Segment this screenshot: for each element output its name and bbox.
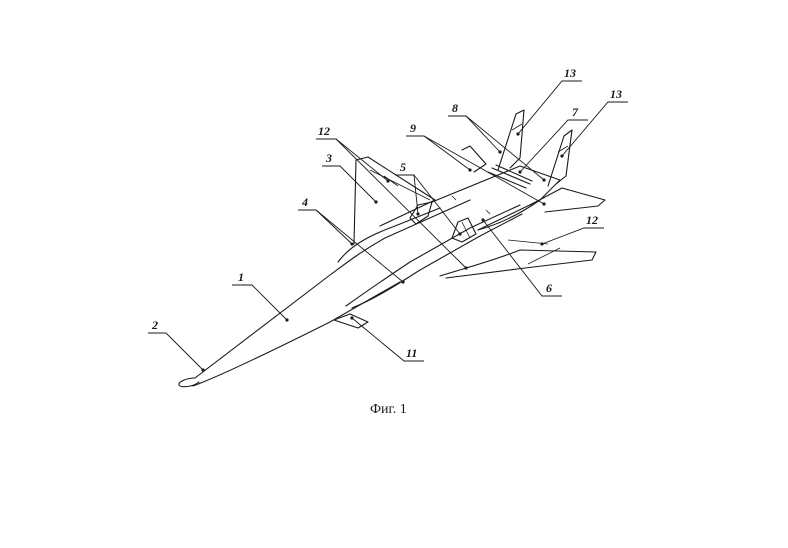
left-intake: [409, 201, 433, 225]
label-12-upper: 12: [318, 124, 330, 138]
left-canard: [353, 156, 436, 245]
figure-caption: Фиг. 1: [370, 402, 407, 417]
label-11: 11: [406, 346, 417, 360]
right-tailplane: [529, 187, 606, 213]
label-12-lower: 12: [586, 213, 598, 227]
callouts: 1 2 3 4 5 6 7 8: [148, 66, 628, 372]
label-1: 1: [238, 270, 244, 284]
rear-fuselage: [431, 165, 561, 231]
label-13-right: 13: [610, 87, 622, 101]
label-13-left: 13: [564, 66, 576, 80]
canopy: [337, 207, 441, 263]
label-5: 5: [400, 160, 406, 174]
ventral-fin: [333, 313, 369, 329]
fuselage-upper: [194, 199, 471, 379]
right-main-wing: [439, 249, 597, 279]
aircraft-drawing: [178, 109, 606, 388]
label-8: 8: [452, 101, 458, 115]
strake: [345, 204, 521, 307]
dorsal-fin: [461, 145, 487, 173]
label-4: 4: [301, 195, 308, 209]
label-3: 3: [325, 151, 332, 165]
label-6: 6: [546, 281, 552, 295]
fuselage-lower: [192, 281, 401, 387]
label-7: 7: [572, 105, 579, 119]
left-vertical-tail: [497, 109, 525, 171]
right-vertical-tail: [547, 129, 573, 187]
label-9: 9: [410, 121, 416, 135]
right-intake: [451, 217, 477, 243]
engine-nozzles: [487, 164, 533, 189]
nose-cone: [178, 377, 200, 388]
label-2: 2: [151, 318, 158, 332]
